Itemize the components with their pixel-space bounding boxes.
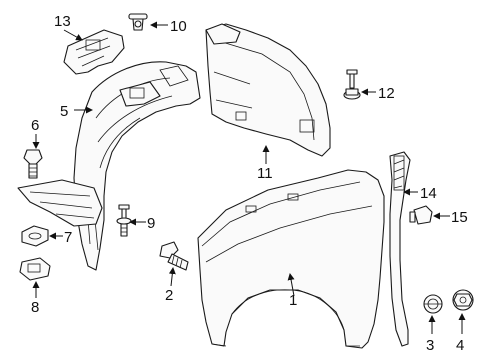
nut-part-7 <box>21 225 49 247</box>
callout-5: 5 <box>60 103 68 120</box>
callout-2: 2 <box>165 287 173 304</box>
clip-part-15 <box>409 205 433 225</box>
bolt-part-6 <box>23 149 43 179</box>
bolt-part-2 <box>159 241 189 271</box>
grommet-nut-part-3 <box>423 294 443 314</box>
callout-labels: 1 2 3 4 5 6 7 8 9 10 11 12 13 14 15 <box>31 13 468 354</box>
clip-fastener-part-10 <box>128 13 148 31</box>
leader-lines <box>32 21 466 334</box>
callout-11: 11 <box>257 165 273 182</box>
screw-part-12 <box>343 69 361 100</box>
trim-strip-part-14 <box>389 151 411 347</box>
callout-8: 8 <box>31 299 39 316</box>
callout-12: 12 <box>378 85 395 102</box>
callout-6: 6 <box>31 117 39 134</box>
callout-3: 3 <box>426 337 434 354</box>
clip-nut-part-8 <box>19 257 51 281</box>
callout-15: 15 <box>451 209 468 226</box>
callout-9: 9 <box>147 215 155 232</box>
front-fender-part-1 <box>197 169 385 349</box>
callout-14: 14 <box>420 185 437 202</box>
flange-nut-part-4 <box>452 289 474 311</box>
wheel-arch-liner-part-5 <box>73 61 201 271</box>
lower-bracket-part <box>17 179 103 227</box>
bracket-part-13 <box>63 29 125 75</box>
screw-part-9 <box>116 204 132 237</box>
callout-1: 1 <box>289 292 297 309</box>
callout-4: 4 <box>456 337 464 354</box>
inner-fender-liner-part-11 <box>205 23 331 157</box>
callout-13: 13 <box>54 13 71 30</box>
callout-7: 7 <box>64 229 72 246</box>
callout-10: 10 <box>170 18 187 35</box>
